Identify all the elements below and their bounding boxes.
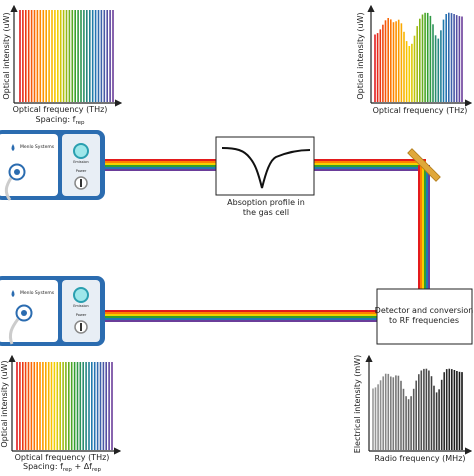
- bottom-right-rf-plot: Electrical intensity (mW) Radio frequenc…: [353, 355, 473, 463]
- power-label: Power: [76, 169, 87, 173]
- water-drop-icon: [11, 144, 15, 151]
- top-right-absorbed-plot: Optical intensity (uW) Optical frequency…: [356, 4, 473, 115]
- emission-indicator-icon: [73, 143, 89, 159]
- mirror: [407, 148, 441, 182]
- laser-device-top: Menlo Systems Emission Power: [0, 130, 105, 201]
- laser-beam-vertical: [418, 165, 430, 289]
- x-axis-label: Optical frequency (THz): [15, 453, 110, 462]
- comb-lines: [19, 10, 114, 102]
- emission-label: Emission: [73, 160, 89, 164]
- gas-cell: Absoption profile in the gas cell: [215, 136, 315, 217]
- laser-beam-top: [105, 159, 426, 171]
- emission-label: Emission: [73, 304, 89, 308]
- laser-beam-bottom: [105, 310, 377, 322]
- x-axis-label: Radio frequency (MHz): [374, 454, 465, 463]
- spacing-label: Spacing: frep + Δfrep: [23, 462, 102, 472]
- spacing-label: Spacing: frep: [36, 115, 85, 126]
- comb-lines: [374, 12, 463, 102]
- absorption-curve: [221, 147, 311, 189]
- detector-label-line2: to RF frequencies: [389, 316, 459, 325]
- y-axis-label: Optical intensity (uW): [356, 12, 365, 99]
- emission-indicator-icon: [73, 287, 89, 303]
- cable-icon: [4, 177, 13, 201]
- top-left-comb-plot: Optical intensity (uW) Optical frequency…: [2, 4, 123, 126]
- water-drop-icon: [11, 290, 15, 297]
- bottom-left-comb-plot: Optical intensity (uW) Optical frequency…: [0, 354, 122, 473]
- brand-label: Menlo Systems: [20, 290, 55, 296]
- brand-label: Menlo Systems: [20, 144, 55, 150]
- y-axis-label: Optical intensity (uW): [2, 12, 11, 99]
- y-axis-label: Electrical intensity (mW): [353, 355, 362, 453]
- rf-lines: [372, 368, 463, 450]
- x-axis-label: Optical frequency (THz): [13, 105, 108, 114]
- detector-box: Detector and conversion to RF frequencie…: [375, 288, 474, 345]
- gas-cell-caption-line1: Absoption profile in: [227, 198, 305, 207]
- comb-lines: [16, 362, 113, 450]
- cable-icon: [8, 318, 20, 345]
- x-axis-label: Optical frequency (THz): [373, 106, 468, 115]
- gas-cell-caption-line2: the gas cell: [243, 208, 289, 217]
- detector-label-line1: Detector and conversion: [375, 306, 474, 315]
- y-axis-label: Optical intensity (uW): [0, 360, 9, 447]
- laser-device-bottom: Menlo Systems Emission Power: [0, 276, 105, 346]
- power-label: Power: [76, 313, 87, 317]
